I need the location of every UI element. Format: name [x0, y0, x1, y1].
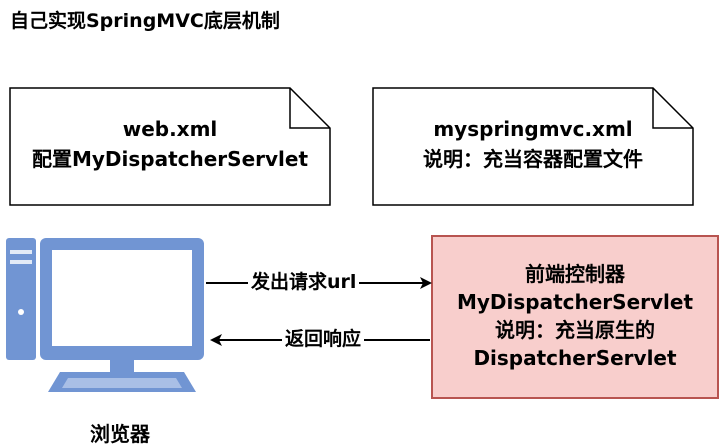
document-icon — [9, 87, 331, 206]
document-icon — [372, 87, 694, 206]
controller-native-class: DispatcherServlet — [473, 346, 677, 370]
web-xml-filename: web.xml — [122, 117, 218, 141]
controller-class: MyDispatcherServlet — [456, 290, 694, 314]
page-title: 自己实现SpringMVC底层机制 — [10, 10, 280, 32]
myspringmvc-xml-description: 说明：充当容器配置文件 — [423, 147, 643, 171]
controller-note: 说明：充当原生的 — [495, 318, 655, 342]
request-arrow-label: 发出请求url — [248, 270, 360, 294]
computer-icon — [6, 238, 204, 392]
web-xml-description: 配置MyDispatcherServlet — [31, 147, 309, 171]
browser-label: 浏览器 — [90, 422, 150, 446]
web-xml-note: web.xml 配置MyDispatcherServlet — [10, 114, 330, 174]
myspringmvc-xml-note: myspringmvc.xml 说明：充当容器配置文件 — [373, 114, 693, 174]
front-controller-box — [431, 235, 719, 399]
response-arrow-label: 返回响应 — [282, 327, 365, 351]
front-controller-label: 前端控制器 MyDispatcherServlet 说明：充当原生的 Dispa… — [432, 260, 718, 372]
controller-title: 前端控制器 — [525, 262, 625, 286]
myspringmvc-xml-filename: myspringmvc.xml — [433, 117, 633, 141]
